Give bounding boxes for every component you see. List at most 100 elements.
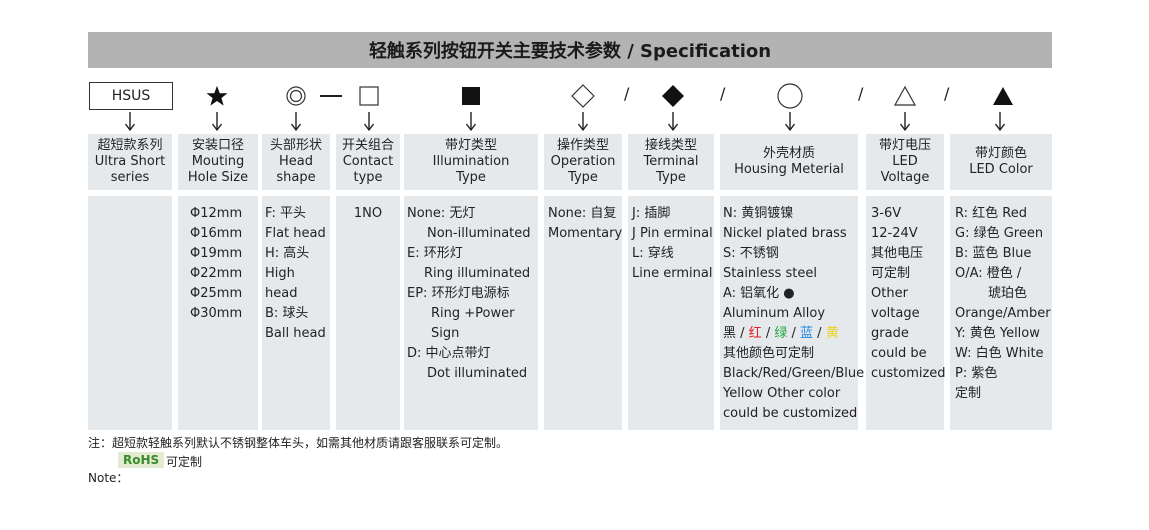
arrow-down-icon	[363, 112, 375, 132]
voltage-item: 12-24V	[871, 226, 918, 241]
housing-item: A: 铝氧化 ●	[723, 286, 795, 301]
cell-housing: N: 黄铜镀镍 Nickel plated brass S: 不锈钢 Stain…	[720, 196, 865, 430]
color-red: 红	[748, 326, 762, 341]
housing-item: Nickel plated brass	[723, 226, 847, 241]
housing-item: 其他颜色可定制	[723, 346, 815, 361]
illumination-item: E: 环形灯	[407, 246, 463, 261]
series-code-box: HSUS	[88, 80, 174, 112]
filled-square-icon	[459, 80, 483, 112]
voltage-item: customized	[871, 366, 946, 381]
led-color-item: G: 绿色 Green	[955, 226, 1044, 241]
header-zh: 带灯电压	[878, 138, 931, 153]
header-en: Type	[656, 170, 686, 185]
header-en: Mouting	[191, 154, 245, 169]
illumination-item: Non-illuminated	[427, 226, 531, 241]
star-icon	[204, 80, 230, 112]
voltage-item: grade	[871, 326, 909, 341]
rohs-text: 可定制	[166, 455, 203, 469]
header-en: Hole Size	[187, 170, 249, 185]
color-black: 黑	[723, 326, 737, 341]
cell-terminal: J: 插脚 J Pin erminal L: 穿线 Line erminal	[628, 196, 714, 430]
header-en: Operation	[550, 154, 616, 169]
illumination-item: Dot illuminated	[427, 366, 528, 381]
housing-item: could be customized	[723, 406, 858, 421]
header-en: shape	[276, 170, 316, 185]
header-zh: 安装口径	[191, 138, 244, 153]
illumination-item: Ring illuminated	[424, 266, 531, 281]
hole-size-item: Φ22mm	[190, 266, 243, 281]
header-zh: 带灯颜色	[974, 146, 1027, 161]
hole-size-item: Φ12mm	[190, 206, 243, 221]
color-separator: /	[736, 326, 749, 341]
housing-item: Aluminum Alloy	[723, 306, 826, 321]
arrow-down-icon	[899, 112, 911, 132]
cell-voltage: 3-6V 12-24V 其他电压 可定制 Other voltage grade…	[866, 196, 946, 430]
illumination-item: EP: 环形灯电源标	[407, 286, 510, 301]
housing-item: Stainless steel	[723, 266, 817, 281]
illumination-item: Ring +Power Sign	[431, 306, 515, 341]
terminal-item: J: 插脚	[632, 206, 671, 221]
header-en: Head	[279, 154, 313, 169]
header-led-color: 带灯颜色 LED Color	[950, 134, 1052, 190]
header-en: Housing Meterial	[734, 162, 844, 177]
hole-size-item: Φ25mm	[190, 286, 243, 301]
diamond-outline-icon	[568, 80, 598, 112]
voltage-item: voltage	[871, 306, 920, 321]
voltage-item: could be	[871, 346, 927, 361]
header-en: Ultra Short	[94, 154, 166, 169]
header-en: series	[110, 170, 150, 185]
housing-item: Black/Red/Green/Blue	[723, 366, 865, 381]
header-en: Type	[568, 170, 598, 185]
voltage-item: Other	[871, 286, 908, 301]
header-en: Type	[456, 170, 486, 185]
filled-diamond-icon	[658, 80, 688, 112]
header-en: LED Color	[969, 162, 1033, 177]
color-green: 绿	[774, 326, 788, 341]
housing-item: N: 黄铜镀镍	[723, 206, 794, 221]
header-zh: 带灯类型	[444, 138, 497, 153]
header-zh: 操作类型	[556, 138, 609, 153]
header-illumination: 带灯类型 Illumination Type	[404, 134, 538, 190]
cell-head-shape: F: 平头 Flat head H: 高头 High head B: 球头 Ba…	[262, 196, 330, 430]
header-operation: 操作类型 Operation Type	[544, 134, 622, 190]
illumination-item: D: 中心点带灯	[407, 346, 491, 361]
arrow-down-icon	[124, 112, 136, 132]
separator-slash: /	[944, 84, 950, 103]
arrow-down-icon	[290, 112, 302, 132]
led-color-item: 琥珀色	[988, 286, 1028, 301]
header-en: LED Voltage	[880, 154, 930, 185]
illumination-item: None: 无灯	[407, 206, 476, 221]
circle-outline-icon	[774, 80, 806, 112]
separator-slash: /	[858, 84, 864, 103]
header-zh: 超短款系列	[97, 138, 163, 153]
arrow-down-icon	[994, 112, 1006, 132]
header-terminal: 接线类型 Terminal Type	[628, 134, 714, 190]
led-color-item: 定制	[955, 386, 982, 401]
square-outline-icon	[357, 80, 381, 112]
head-shape-item: Flat head	[265, 226, 326, 241]
arrow-down-icon	[784, 112, 796, 132]
led-color-item: Orange/Amber	[955, 306, 1051, 321]
led-color-item: W: 白色 White	[955, 346, 1044, 361]
voltage-item: 3-6V	[871, 206, 902, 221]
housing-item: Yellow Other color	[723, 386, 841, 401]
header-zh: 接线类型	[644, 138, 697, 153]
arrow-down-icon	[667, 112, 679, 132]
header-en: Illumination	[432, 154, 510, 169]
double-circle-icon	[284, 80, 308, 112]
dash-icon	[318, 80, 344, 112]
header-zh: 开关组合	[341, 138, 394, 153]
hole-size-item: Φ19mm	[190, 246, 243, 261]
voltage-item: 其他电压	[871, 246, 924, 261]
led-color-item: O/A: 橙色 /	[955, 266, 1022, 281]
terminal-item: L: 穿线	[632, 246, 674, 261]
note-label: Note：	[88, 471, 129, 485]
color-separator: /	[787, 326, 801, 341]
cell-series	[88, 196, 172, 430]
terminal-item: J Pin erminal	[632, 226, 713, 241]
head-shape-item: H: 高头	[265, 246, 310, 261]
separator-slash: /	[720, 84, 726, 103]
header-zh: 外壳材质	[762, 146, 815, 161]
cell-contact: 1NO	[336, 196, 400, 430]
header-housing: 外壳材质 Housing Meterial	[720, 134, 858, 190]
